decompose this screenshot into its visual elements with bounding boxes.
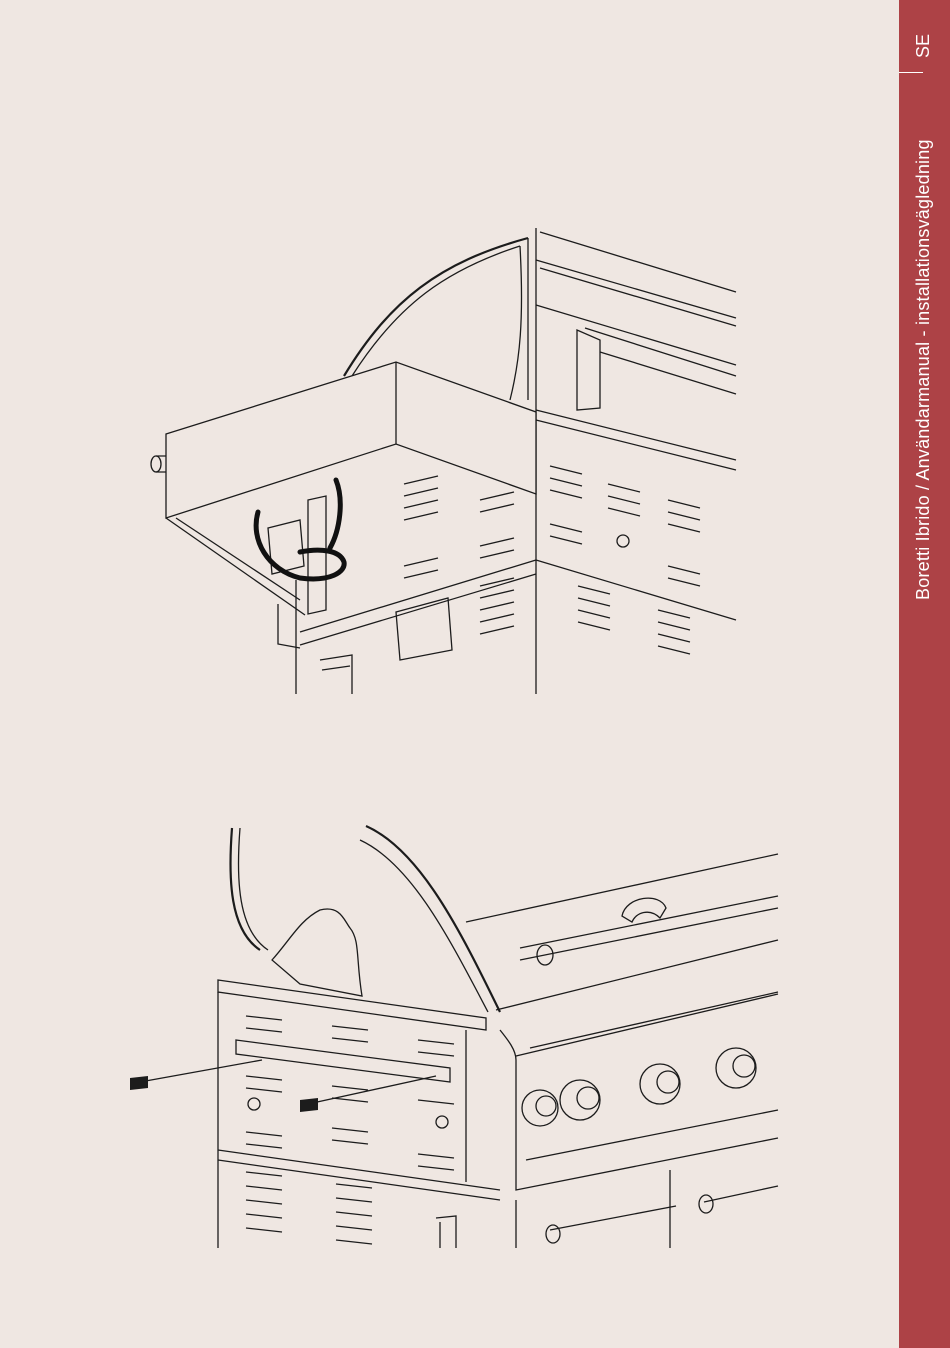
language-code: SE xyxy=(913,34,934,58)
manual-title: Boretti Ibrido / Användarmanual - instal… xyxy=(913,139,934,600)
sidebar: SE Boretti Ibrido / Användarmanual - ins… xyxy=(899,0,950,1348)
sidebar-divider xyxy=(899,72,923,73)
illustration-side-panel-screws xyxy=(0,0,900,1300)
